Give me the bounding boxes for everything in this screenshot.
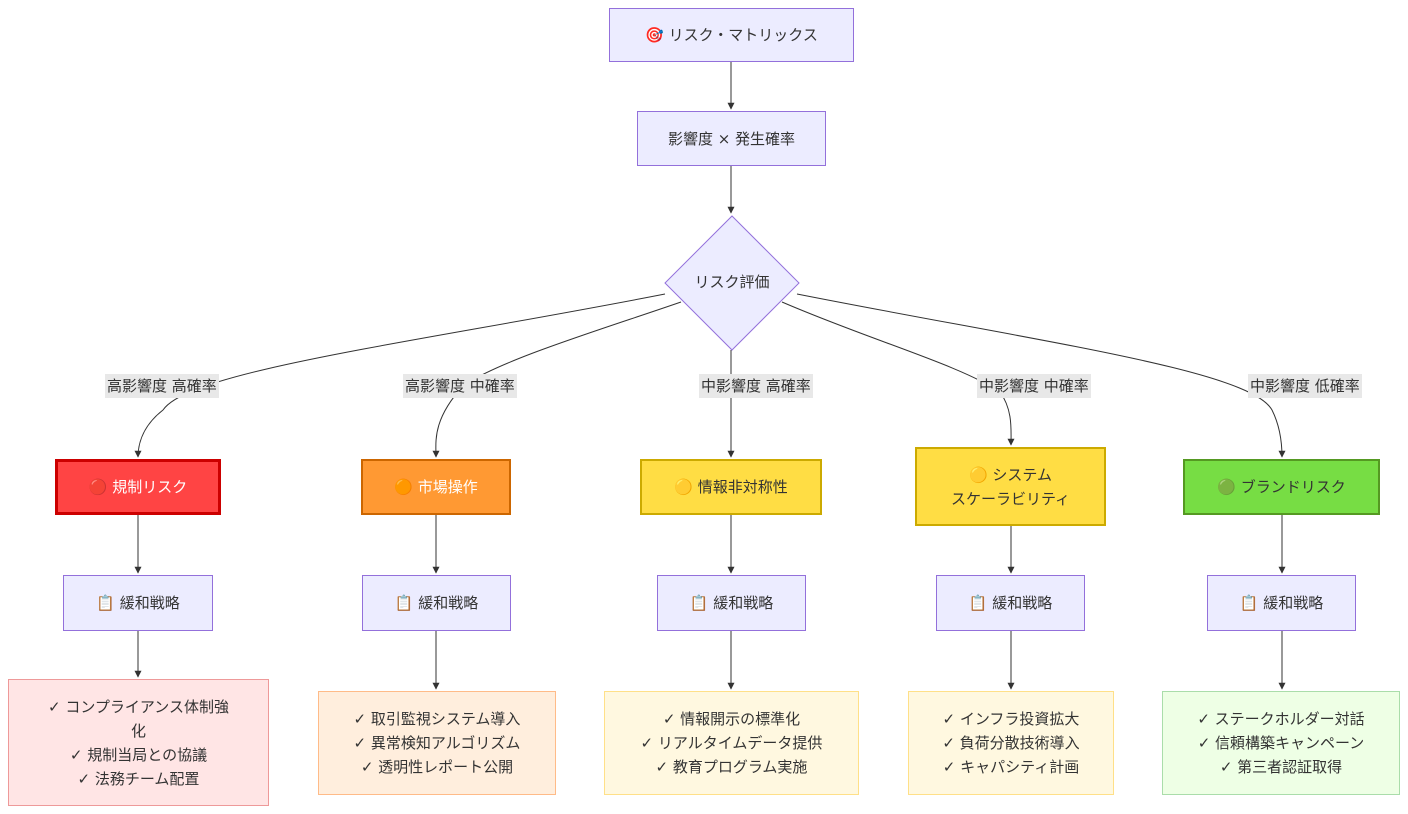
edge-label-4: 中影響度 中確率 <box>977 374 1091 398</box>
action-item: ✓ 法務チーム配置 <box>77 769 200 788</box>
strategy-label: 📋 緩和戦略 <box>968 594 1053 612</box>
risk-label: 🟠 市場操作 <box>394 478 478 496</box>
strategy-label: 📋 緩和戦略 <box>394 594 479 612</box>
action-item: ✓ 第三者認証取得 <box>1219 758 1343 776</box>
risk-node-information-asymmetry: 🟡 情報非対称性 <box>640 459 822 515</box>
edge-label-5: 中影響度 低確率 <box>1248 374 1362 398</box>
strategy-label: 📋 緩和戦略 <box>96 594 180 612</box>
strategy-node-3: 📋 緩和戦略 <box>657 575 806 631</box>
action-item: ✓ キャパシティ計画 <box>942 758 1080 776</box>
action-item: ✓ リアルタイムデータ提供 <box>640 734 823 752</box>
strategy-label: 📋 緩和戦略 <box>689 594 774 612</box>
action-item: ✓ 負荷分散技術導入 <box>942 734 1080 752</box>
action-item: ✓ 教育プログラム実施 <box>655 758 808 776</box>
edge-label-1: 高影響度 高確率 <box>105 374 219 398</box>
strategy-label: 📋 緩和戦略 <box>1239 594 1324 612</box>
edge-label-3: 中影響度 高確率 <box>699 374 813 398</box>
title-label: 🎯 リスク・マトリックス <box>645 26 818 44</box>
risk-label: 🟡 情報非対称性 <box>674 478 788 496</box>
action-item: ✓ 異常検知アルゴリズム <box>353 734 521 752</box>
action-node-1: ✓ コンプライアンス体制強 化 ✓ 規制当局との協議 ✓ 法務チーム配置 <box>8 679 269 806</box>
title-node: 🎯 リスク・マトリックス <box>609 8 854 62</box>
edge-decision-to-risk-4 <box>781 301 1015 446</box>
risk-label: 🔴 規制リスク <box>88 478 188 496</box>
formula-label: 影響度 × 発生確率 <box>667 129 796 148</box>
decision-label: リスク評価 <box>694 273 770 291</box>
formula-node: 影響度 × 発生確率 <box>637 111 826 166</box>
action-node-3: ✓ 情報開示の標準化 ✓ リアルタイムデータ提供 ✓ 教育プログラム実施 <box>604 691 859 795</box>
action-item: ✓ 取引監視システム導入 <box>353 710 521 728</box>
action-item: ✓ インフラ投資拡大 <box>942 710 1080 728</box>
action-item: ✓ コンプライアンス体制強 <box>48 697 229 716</box>
action-item: ✓ 透明性レポート公開 <box>360 758 514 776</box>
strategy-node-4: 📋 緩和戦略 <box>936 575 1085 631</box>
action-node-4: ✓ インフラ投資拡大 ✓ 負荷分散技術導入 ✓ キャパシティ計画 <box>908 691 1114 795</box>
risk-label-line-1: 🟡 システム <box>968 465 1052 484</box>
risk-node-brand: 🟢 ブランドリスク <box>1183 459 1380 515</box>
edge-decision-to-risk-1 <box>134 293 666 458</box>
risk-node-market-manipulation: 🟠 市場操作 <box>361 459 511 515</box>
risk-label-line-2: スケーラビリティ <box>950 489 1071 508</box>
action-node-2: ✓ 取引監視システム導入 ✓ 異常検知アルゴリズム ✓ 透明性レポート公開 <box>318 691 556 795</box>
risk-label: 🟢 ブランドリスク <box>1217 478 1346 496</box>
action-item: 化 <box>130 721 146 740</box>
strategy-node-1: 📋 緩和戦略 <box>63 575 213 631</box>
action-item: ✓ 規制当局との協議 <box>69 745 208 764</box>
strategy-node-5: 📋 緩和戦略 <box>1207 575 1356 631</box>
action-node-5: ✓ ステークホルダー対話 ✓ 信頼構築キャンペーン ✓ 第三者認証取得 <box>1162 691 1400 795</box>
strategy-node-2: 📋 緩和戦略 <box>362 575 511 631</box>
edge-label-2: 高影響度 中確率 <box>403 374 517 398</box>
action-item: ✓ 情報開示の標準化 <box>662 710 801 728</box>
edge-decision-to-risk-5 <box>796 293 1286 458</box>
action-item: ✓ ステークホルダー対話 <box>1197 710 1365 728</box>
action-item: ✓ 信頼構築キャンペーン <box>1197 734 1365 752</box>
risk-node-system-scalability: 🟡 システム スケーラビリティ <box>915 447 1106 526</box>
decision-diamond <box>664 215 800 351</box>
risk-node-regulatory: 🔴 規制リスク <box>55 459 221 515</box>
